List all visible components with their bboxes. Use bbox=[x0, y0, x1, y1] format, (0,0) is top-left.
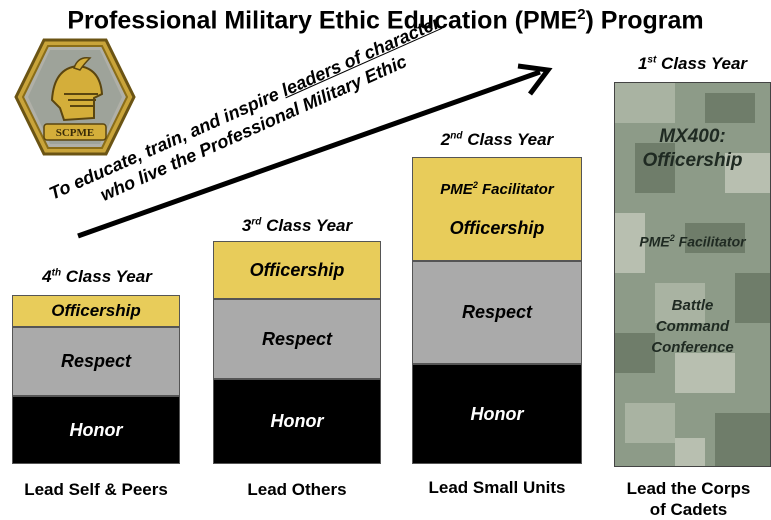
camo-pattern bbox=[615, 83, 770, 466]
block-officership: Officership bbox=[213, 241, 381, 299]
block-respect: Respect bbox=[213, 299, 381, 379]
block-officership: Officership bbox=[12, 295, 180, 327]
facilitator-label: PME2 Facilitator bbox=[440, 179, 554, 198]
block-honor: Honor bbox=[412, 364, 582, 464]
officership-label: Officership bbox=[449, 217, 545, 238]
lead-others-label: Lead Others bbox=[247, 480, 347, 499]
block-respect: Respect bbox=[12, 327, 180, 396]
heading-4th-class-year: 4th Class Year bbox=[42, 267, 152, 286]
svg-text:SCPME: SCPME bbox=[56, 127, 95, 139]
heading-3rd-class-year: 3rd Class Year bbox=[241, 216, 353, 235]
lead-corps-label: Lead the Corps of Cadets bbox=[626, 479, 751, 519]
lead-self-peers-label: Lead Self & Peers bbox=[24, 480, 168, 499]
course-mx400: MX400: Officership bbox=[642, 126, 743, 171]
block-honor: Honor bbox=[12, 396, 180, 464]
lead-small-units-label: Lead Small Units bbox=[428, 478, 566, 497]
block-respect: Respect bbox=[412, 261, 582, 364]
heading-2nd-class-year: 2nd Class Year bbox=[440, 130, 554, 149]
camo-panel: MX400: Officership PME2 Facilitator Batt… bbox=[614, 82, 771, 467]
page-title: Professional Military Ethic Education (P… bbox=[67, 6, 704, 35]
scpme-logo: SCPME bbox=[14, 38, 136, 156]
facilitator-label: PME2 Facilitator bbox=[639, 233, 746, 250]
battle-command-conference: Battle Command Conference bbox=[651, 297, 734, 356]
block-honor: Honor bbox=[213, 379, 381, 464]
heading-1st-class-year: 1st Class Year bbox=[637, 54, 748, 73]
block-officership-facilitator: PME2 Facilitator Officership bbox=[412, 157, 582, 261]
